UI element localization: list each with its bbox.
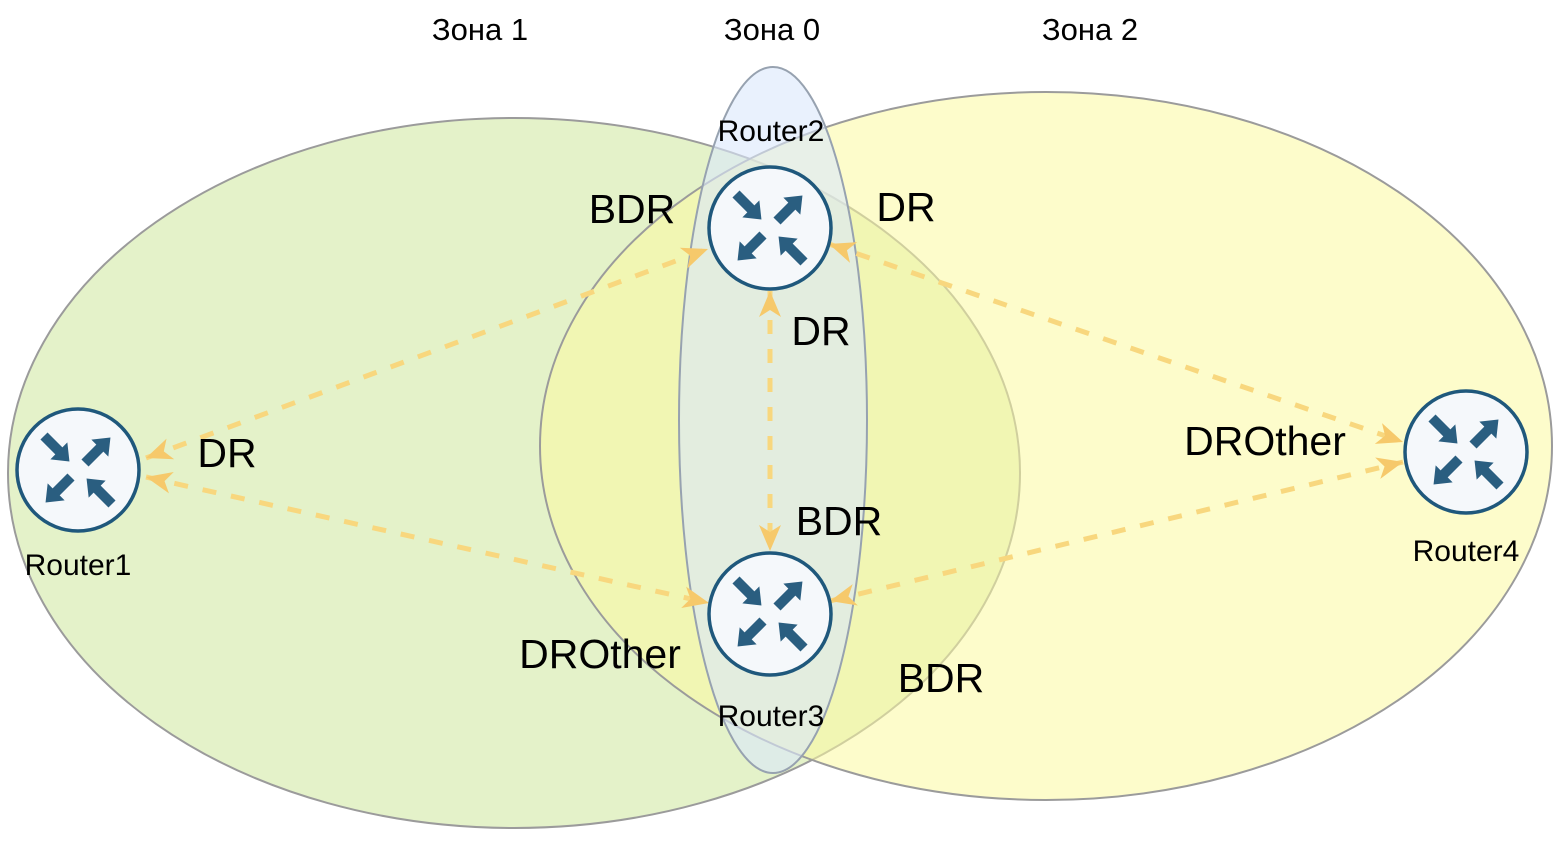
router2-role-label-zone0: DR: [791, 308, 850, 354]
router2-label: Router2: [718, 115, 825, 148]
router1-icon: [15, 407, 141, 533]
router3-icon: [707, 551, 833, 677]
router3-label: Router3: [718, 700, 825, 733]
zone2-label: Зона 2: [1042, 12, 1138, 47]
router2-role-label-zone1: BDR: [589, 186, 676, 232]
router4-label: Router4: [1413, 535, 1520, 568]
router1-role-label: DR: [197, 430, 256, 476]
router3-role-label-zone1: DROther: [519, 631, 681, 677]
router3-role-label-zone0: BDR: [796, 498, 883, 544]
router2-role-label-zone2: DR: [876, 184, 935, 230]
router4-role-label: DROther: [1184, 418, 1346, 464]
zone0-label: Зона 0: [724, 12, 820, 47]
edge-router3-router4: [829, 457, 1404, 606]
router1-label: Router1: [25, 549, 132, 582]
edge-router1-router2: [145, 246, 709, 461]
router2-icon: [707, 165, 833, 291]
router3-role-label-zone2: BDR: [898, 655, 985, 701]
edge-router1-router3: [145, 471, 710, 609]
zone1-label: Зона 1: [432, 12, 528, 47]
router4-icon: [1403, 389, 1529, 515]
edge-router2-router4: [828, 241, 1404, 445]
